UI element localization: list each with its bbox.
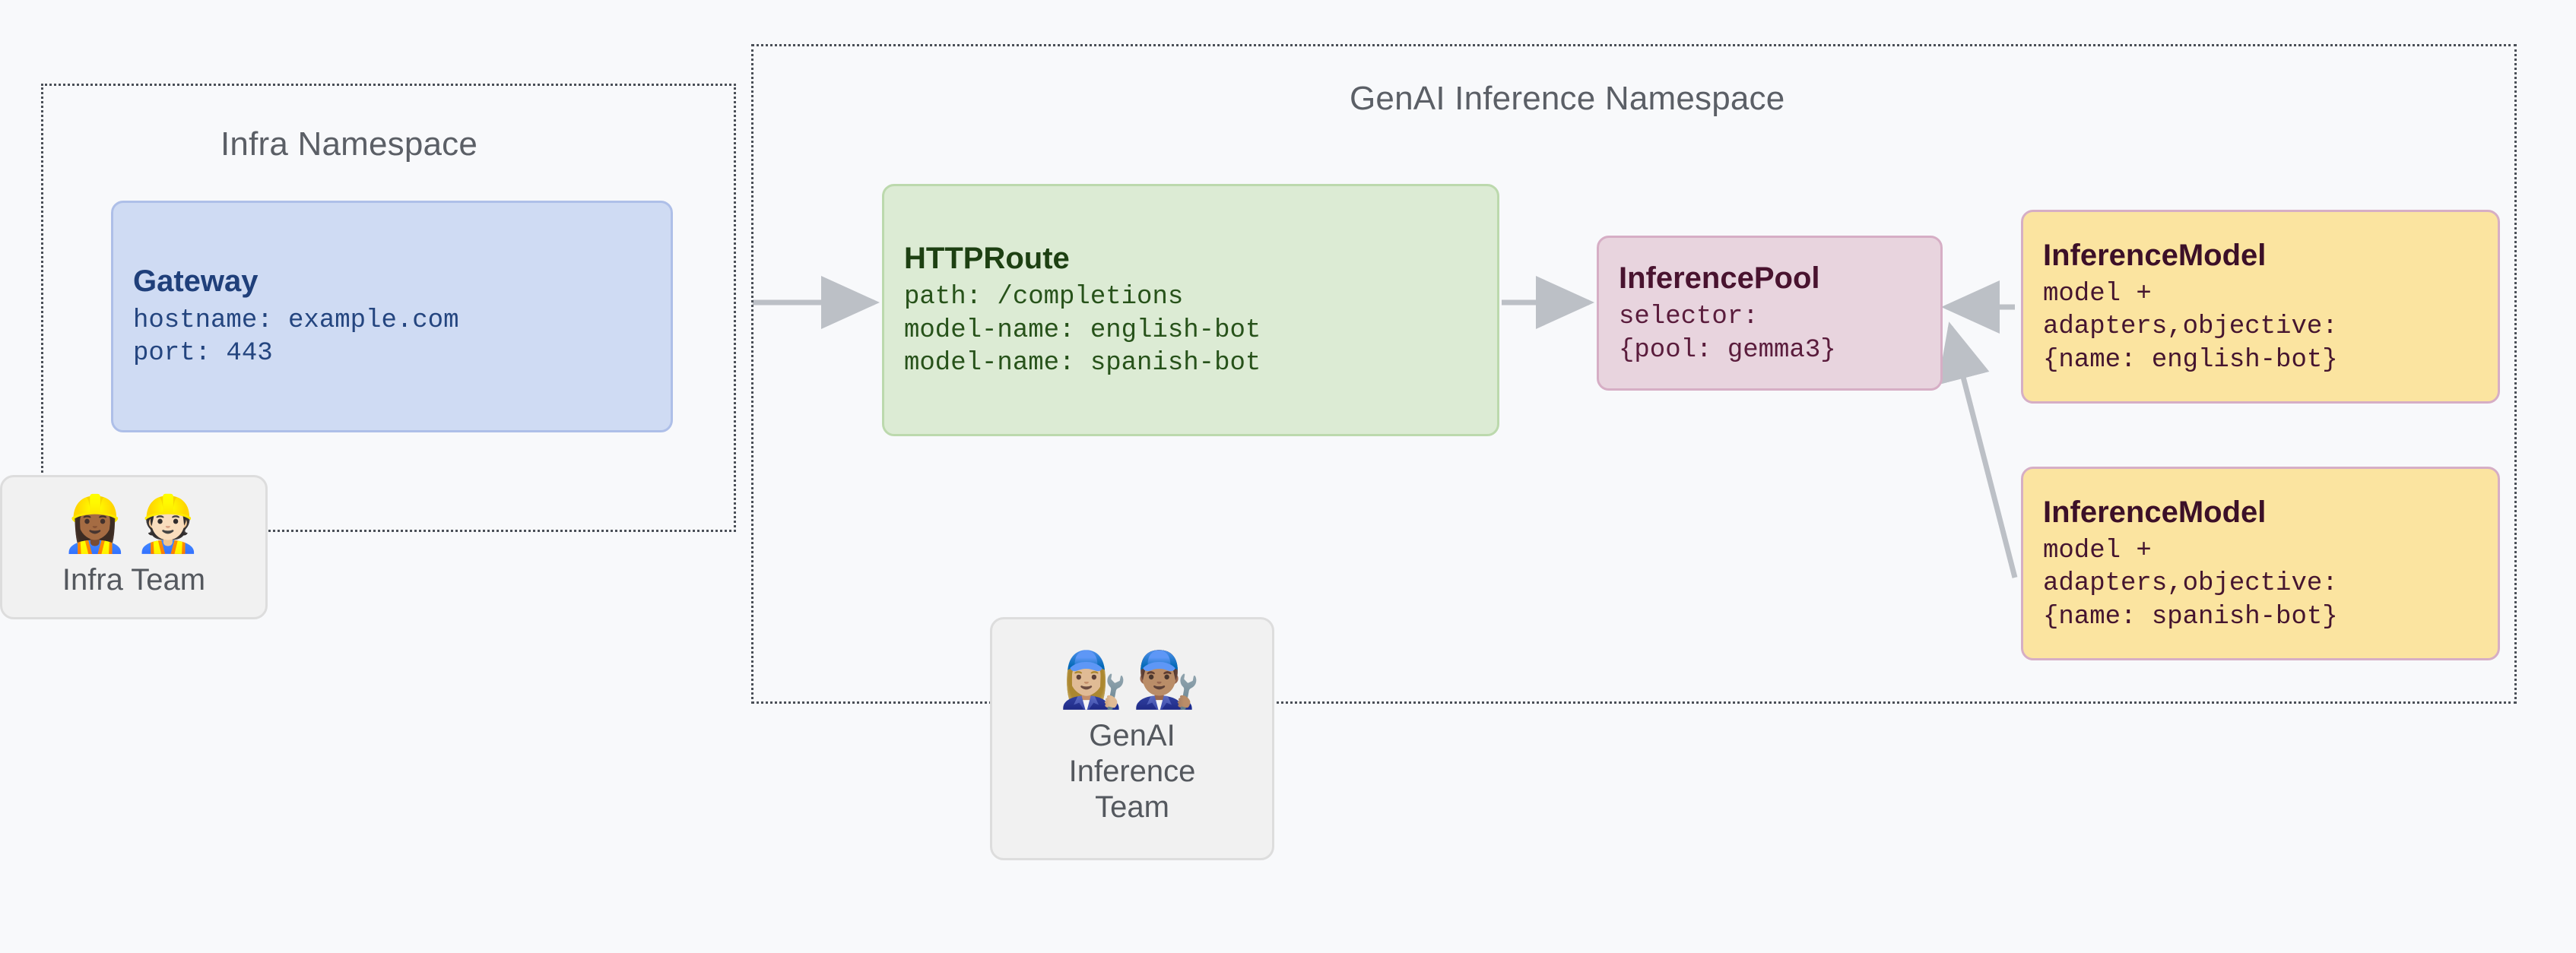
inferencemodel-english-model-line: model + [2043, 279, 2152, 309]
inferencemodel-english-title: InferenceModel [2043, 238, 2267, 272]
gateway-hostname-line: hostname: example.com [133, 306, 459, 335]
resource-httproute[interactable]: HTTPRoute path: /completions model-name:… [882, 184, 1499, 436]
team-genai-inference[interactable]: 👩🏼‍🔧👨🏽‍🔧 GenAI Inference Team [990, 617, 1274, 860]
namespace-infra-title: Infra Namespace [220, 125, 478, 163]
namespace-infra [41, 84, 736, 532]
httproute-title: HTTPRoute [904, 242, 1070, 276]
namespace-genai [751, 44, 2517, 704]
inferencepool-selector-line: selector: [1619, 302, 1759, 332]
resource-inferencemodel-english[interactable]: InferenceModel model + adapters,objectiv… [2021, 210, 2500, 404]
inferencemodel-english-adapters-line: adapters,objective: [2043, 312, 2338, 342]
httproute-model-name-english-line: model-name: english-bot [904, 315, 1261, 345]
httproute-path-line: path: /completions [904, 283, 1184, 312]
construction-worker-emoji: 👷🏾‍♀️👷🏻 [61, 493, 207, 555]
inferencemodel-spanish-title: InferenceModel [2043, 495, 2267, 529]
gateway-port-line: port: 443 [133, 339, 273, 369]
namespace-genai-title: GenAI Inference Namespace [1350, 80, 1785, 117]
resource-inferencepool[interactable]: InferencePool selector: {pool: gemma3} [1597, 236, 1943, 391]
resource-inferencemodel-spanish[interactable]: InferenceModel model + adapters,objectiv… [2021, 467, 2500, 660]
httproute-model-name-spanish-line: model-name: spanish-bot [904, 349, 1261, 378]
team-infra-label: Infra Team [62, 563, 206, 597]
inferencemodel-spanish-adapters-line: adapters,objective: [2043, 569, 2338, 599]
inferencemodel-spanish-model-line: model + [2043, 536, 2152, 565]
inferencemodel-english-name-line: {name: english-bot} [2043, 345, 2338, 375]
mechanic-emoji: 👩🏼‍🔧👨🏽‍🔧 [1059, 649, 1205, 711]
inferencepool-selector-value-line: {pool: gemma3} [1619, 335, 1836, 365]
inferencemodel-spanish-name-line: {name: spanish-bot} [2043, 602, 2338, 632]
team-genai-inference-label: GenAI Inference Team [1068, 718, 1196, 825]
inferencepool-title: InferencePool [1619, 261, 1820, 295]
resource-gateway[interactable]: Gateway hostname: example.com port: 443 [111, 201, 673, 432]
team-infra[interactable]: 👷🏾‍♀️👷🏻 Infra Team [0, 475, 268, 619]
gateway-title: Gateway [133, 264, 259, 299]
